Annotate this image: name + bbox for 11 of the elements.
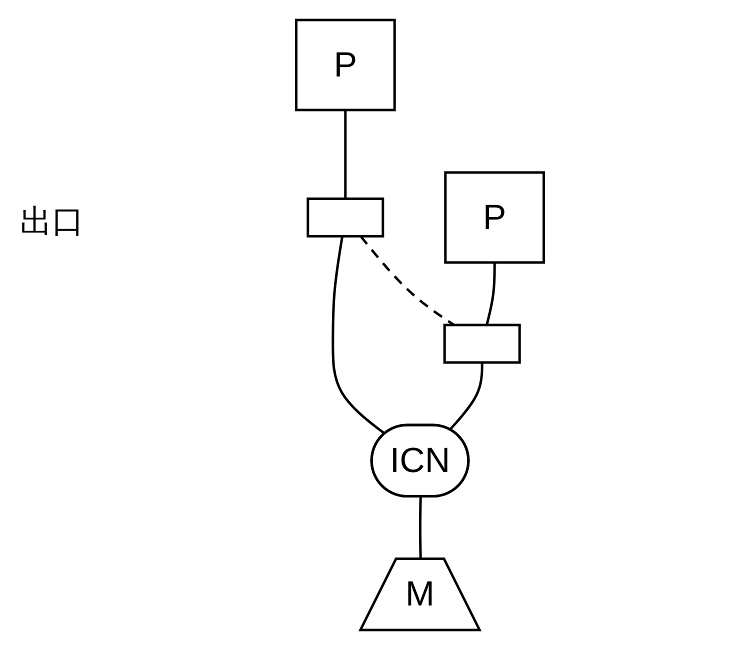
connector <box>418 496 422 560</box>
connector <box>360 235 455 326</box>
connector <box>486 262 496 326</box>
node-box <box>306 198 384 238</box>
node-box <box>443 324 521 364</box>
side-label: 出口 <box>20 202 84 241</box>
connector <box>449 362 484 431</box>
connector <box>332 236 386 435</box>
node-box: P <box>444 171 546 264</box>
connector <box>344 110 347 199</box>
node-box: P <box>294 18 396 112</box>
